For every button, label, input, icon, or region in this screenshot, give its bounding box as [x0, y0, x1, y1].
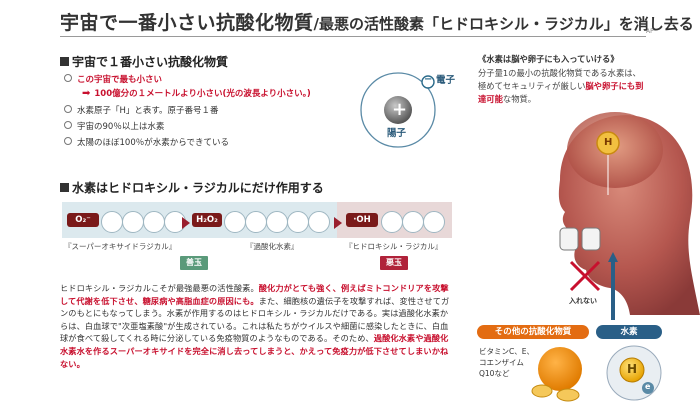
arrow-shaft — [611, 262, 615, 320]
right-line-3: 達可能な物質。 — [478, 94, 537, 104]
circle-bullet-icon — [64, 105, 72, 113]
section2-heading: 水素はヒドロキシル・ラジカルにだけ作用する — [60, 179, 324, 196]
nucleus-symbol: + — [392, 99, 408, 120]
formula-hydroxyl-radical: ·OH — [346, 213, 378, 227]
arrow-right-icon — [334, 217, 342, 229]
capsule-icon — [556, 388, 580, 402]
hydrogen-in-brain-icon — [596, 131, 620, 155]
blocked-x-icon — [569, 260, 601, 292]
bubble — [423, 211, 445, 233]
list-item: ➡100億分の１メートルより小さい(光の波長より小さい。) — [82, 88, 311, 99]
bubble — [381, 211, 403, 233]
page-title: 宇宙で一番小さい抗酸化物質/最悪の活性酸素「ヒドロキシル・ラジカル」を消し去る — [60, 8, 695, 38]
bubble-group — [381, 211, 451, 233]
electron-dot — [421, 75, 435, 89]
capsule-icon — [531, 384, 553, 398]
circle-bullet-icon — [64, 74, 72, 82]
label-hydroxyl-radical: 『ヒドロキシル・ラジカル』 — [345, 242, 443, 251]
bad-tag: 悪玉 — [380, 256, 408, 270]
hydrogen-nucleus — [619, 357, 645, 383]
bubble-group — [101, 211, 186, 233]
list-item: 水素原子「H」と表す。原子番号１番 — [64, 105, 219, 117]
square-bullet-icon — [60, 57, 69, 66]
arrow-right-icon — [182, 217, 190, 229]
bubble — [245, 211, 267, 233]
bubble — [266, 211, 288, 233]
arrow-right-icon: ➡ — [82, 88, 91, 99]
figure-icon — [559, 227, 579, 251]
bubble — [224, 211, 246, 233]
head-illustration — [558, 112, 700, 315]
circle-bullet-icon — [64, 121, 72, 129]
section1-heading: 宇宙で１番小さい抗酸化物質 — [60, 53, 228, 70]
blocked-label: 入れない — [569, 297, 597, 305]
circle-bullet-icon — [64, 137, 72, 145]
bubble — [308, 211, 330, 233]
vitamin-list: ビタミンC、E、 コエンザイム Q10など — [479, 347, 534, 378]
list-item: 宇宙の90％以上は水素 — [64, 121, 164, 133]
label-hydrogen-peroxide: 『過酸化水素』 — [246, 242, 299, 251]
hydrogen-atom-diagram — [360, 72, 436, 148]
square-bullet-icon — [60, 183, 69, 192]
right-heading: 《水素は脳や卵子にも入っていける》 — [478, 54, 619, 64]
hydrogen-atom-bottom — [606, 345, 662, 401]
electron-dot — [642, 382, 654, 394]
proton-label: 陽子 — [387, 128, 407, 139]
proton-nucleus — [384, 96, 412, 124]
list-item: 太陽のほぼ100％が水素からできている — [64, 137, 229, 149]
hydrogen-badge: 水素 — [596, 325, 662, 339]
corner-mark: AP — [646, 28, 654, 35]
bubble-group — [224, 211, 334, 233]
brain-symbol: H — [604, 137, 613, 148]
bubble — [287, 211, 309, 233]
title-rule — [60, 36, 646, 37]
formula-hydrogen-peroxide: H₂O₂ — [192, 213, 222, 227]
electron-orbit — [360, 72, 436, 148]
label-superoxide: 『スーパーオキサイドラジカル』 — [64, 242, 177, 251]
other-antioxidants-badge: その他の抗酸化物質 — [477, 325, 589, 339]
electron-e-symbol: e — [645, 382, 651, 391]
title-sub: /最悪の活性酸素「ヒドロキシル・ラジカル」を消し去る — [313, 15, 694, 33]
formula-superoxide: O₂⁻ — [67, 213, 99, 227]
orange-fruit-illustration — [531, 347, 582, 402]
right-line-2: 極めてセキュリティが厳しい脳や卵子にも到 — [478, 81, 644, 91]
list-item: この宇宙で最も小さい — [64, 74, 162, 86]
bubble — [143, 211, 165, 233]
electron-symbol: − — [424, 74, 433, 85]
title-main: 宇宙で一番小さい抗酸化物質 — [60, 12, 314, 34]
body-paragraph: ヒドロキシル・ラジカルこそが最強最悪の活性酸素。酸化力がとても強く、例えばミトコ… — [60, 283, 450, 369]
right-line-1: 分子量1の最小の抗酸化物質である水素は、 — [478, 68, 641, 78]
bubble — [402, 211, 424, 233]
figure-icon — [581, 227, 601, 251]
orange-fruit — [538, 347, 582, 391]
good-tag: 善玉 — [180, 256, 208, 270]
arrow-up-icon — [608, 252, 618, 262]
bubble — [122, 211, 144, 233]
hydrogen-symbol: H — [627, 362, 638, 376]
electron-label: 電子 — [436, 75, 456, 86]
bubble — [101, 211, 123, 233]
